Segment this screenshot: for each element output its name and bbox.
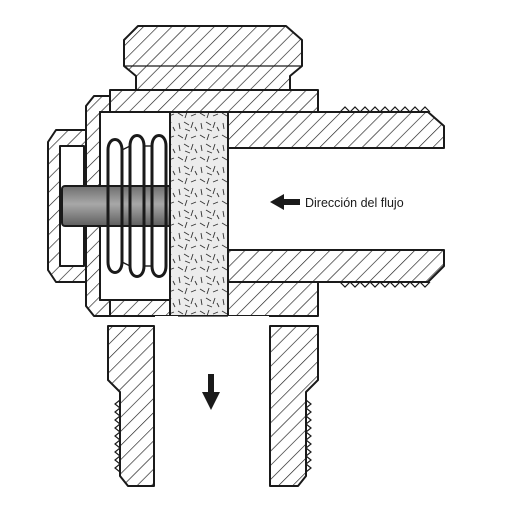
inlet-pipe [227,106,445,288]
flow-label: Dirección del flujo [305,196,404,210]
outlet-pipe [107,325,319,487]
top-cap [123,25,303,91]
inlet-bore [228,147,444,251]
filter-disk [169,111,229,317]
outlet-flow-indicator [202,374,220,410]
left-arrow-icon [270,194,300,210]
spring-coil-lines [121,145,152,267]
adjustment-rod [61,185,177,227]
down-arrow-icon [202,374,220,410]
flow-direction-indicator: Dirección del flujo [270,194,404,210]
